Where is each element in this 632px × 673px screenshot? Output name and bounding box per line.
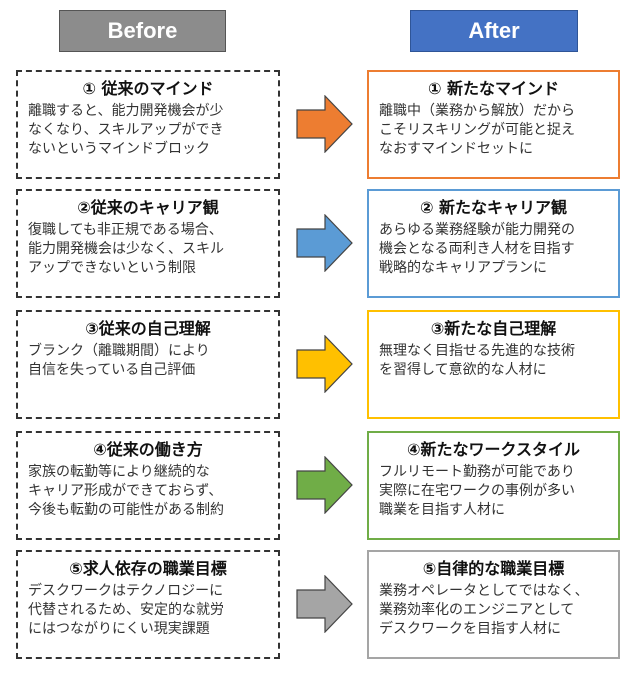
before-title-3: ③従来の自己理解	[85, 319, 211, 338]
after-text-1: 離職中（業務から解放）だから こそリスキリングが可能と捉え なおすマインドセット…	[379, 103, 575, 157]
before-text-1: 離職すると、能力開発機会が少 なくなり、スキルアップができ ないというマインドブ…	[28, 103, 224, 157]
after-text-2: あらゆる業務経験が能力開発の 機会となる両利き人材を目指す 戦略的なキャリアプラ…	[379, 222, 575, 276]
before-header: Before	[59, 10, 226, 52]
blue-arrow-icon	[296, 214, 353, 272]
before-title-5: ⑤求人依存の職業目標	[69, 559, 227, 578]
after-box-5: ⑤自律的な職業目標 業務オペレータとしてではなく、 業務効率化のエンジニアとして…	[367, 550, 620, 659]
before-box-3: ③従来の自己理解 ブランク（離職期間）により 自信を失っている自己評価	[16, 310, 280, 419]
after-text-3: 無理なく目指せる先進的な技術 を習得して意欲的な人材に	[379, 343, 575, 378]
after-text-5: 業務オペレータとしてではなく、 業務効率化のエンジニアとして デスクワークを目指…	[379, 583, 589, 637]
before-box-1: ① 従来のマインド 離職すると、能力開発機会が少 なくなり、スキルアップができ …	[16, 70, 280, 179]
gray-arrow-icon	[296, 575, 353, 633]
green-arrow-icon	[296, 456, 353, 514]
before-text-4: 家族の転勤等により継続的な キャリア形成ができておらず、 今後も転勤の可能性があ…	[28, 464, 224, 518]
before-text-3: ブランク（離職期間）により 自信を失っている自己評価	[28, 343, 210, 378]
before-text-2: 復職しても非正規である場合、 能力開発機会は少なく、スキル アップできないという…	[28, 222, 224, 276]
after-box-4: ④新たなワークスタイル フルリモート勤務が可能であり 実際に在宅ワークの事例が多…	[367, 431, 620, 540]
after-title-3: ③新たな自己理解	[430, 319, 557, 338]
before-title-1: ① 従来のマインド	[82, 79, 214, 98]
yellow-arrow-icon	[296, 335, 353, 393]
before-box-2: ②従来のキャリア観 復職しても非正規である場合、 能力開発機会は少なく、スキル …	[16, 189, 280, 298]
after-header: After	[410, 10, 578, 52]
before-title-2: ②従来のキャリア観	[77, 198, 219, 217]
after-box-1: ① 新たなマインド 離職中（業務から解放）だから こそリスキリングが可能と捉え …	[367, 70, 620, 179]
after-box-3: ③新たな自己理解 無理なく目指せる先進的な技術 を習得して意欲的な人材に	[367, 310, 620, 419]
before-box-4: ④従来の働き方 家族の転勤等により継続的な キャリア形成ができておらず、 今後も…	[16, 431, 280, 540]
after-title-1: ① 新たなマインド	[427, 79, 560, 98]
before-box-5: ⑤求人依存の職業目標 デスクワークはテクノロジーに 代替されるため、安定的な就労…	[16, 550, 280, 659]
after-box-2: ② 新たなキャリア観 あらゆる業務経験が能力開発の 機会となる両利き人材を目指す…	[367, 189, 620, 298]
after-title-4: ④新たなワークスタイル	[406, 440, 581, 459]
before-title-4: ④従来の働き方	[93, 440, 203, 459]
orange-arrow-icon	[296, 95, 353, 153]
before-text-5: デスクワークはテクノロジーに 代替されるため、安定的な就労 にはつながりにくい現…	[28, 583, 224, 637]
after-title-5: ⑤自律的な職業目標	[422, 559, 565, 578]
after-title-2: ② 新たなキャリア観	[419, 198, 568, 217]
after-text-4: フルリモート勤務が可能であり 実際に在宅ワークの事例が多い 職業を目指す人材に	[379, 464, 575, 518]
